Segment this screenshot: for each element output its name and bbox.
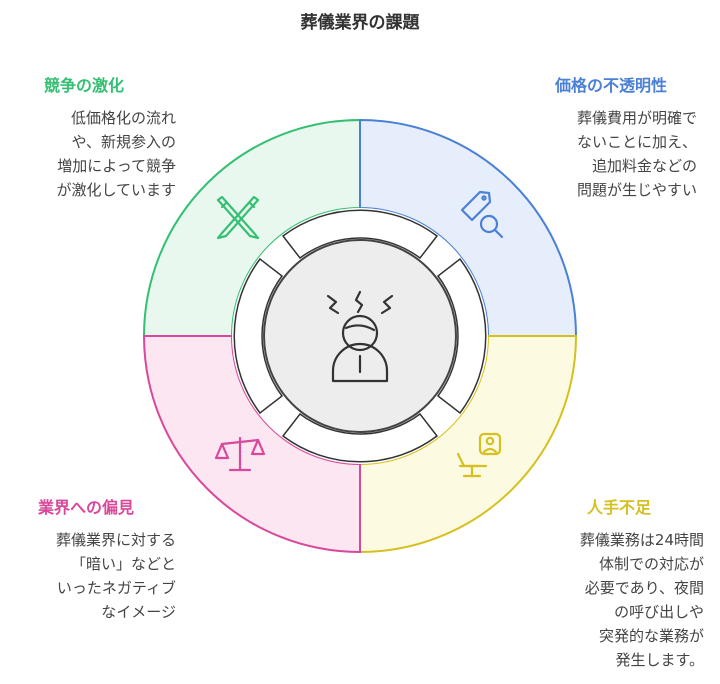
balance-scale-icon (214, 436, 266, 472)
prejudice-line: いったネガティブ (56, 579, 176, 597)
prejudice-line: 葬儀業界に対する (55, 531, 176, 549)
pricing-description: 葬儀費用が明確で ないことに加え、 追加料金などの 問題が生じやすい (530, 106, 697, 202)
prejudice-line: 「暗い」などと (70, 555, 176, 573)
tab-bottom (281, 412, 439, 463)
labor-description: 葬儀業務は24時間 体制での対応が 必要であり、夜間 の呼び出しや 突発的な業務… (530, 528, 704, 672)
stressed-person-icon (326, 290, 394, 383)
person-at-desk-icon (456, 432, 502, 478)
pricing-line: ないことに加え、 (576, 133, 697, 151)
diagram-title: 葬儀業界の課題 (300, 13, 420, 33)
labor-line: 必要であり、夜間 (584, 579, 704, 597)
pricing-line: 問題が生じやすい (576, 181, 697, 199)
pricing-label: 価格の不透明性 (555, 76, 668, 95)
labor-line: 突発的な業務が (598, 627, 704, 645)
competition-line: や、新規参入の (71, 133, 176, 151)
pricing-line: 葬儀費用が明確で (576, 109, 697, 127)
prejudice-description: 葬儀業界に対する 「暗い」などと いったネガティブ なイメージ (10, 528, 176, 624)
pricing-line: 追加料金などの (591, 157, 697, 175)
labor-line: の呼び出しや (614, 603, 704, 621)
labor-line: 発生します。 (615, 651, 704, 669)
tab-left (233, 257, 284, 415)
labor-line: 葬儀業務は24時間 (579, 531, 704, 549)
tab-top (281, 209, 439, 260)
labor-label: 人手不足 (587, 498, 652, 517)
competition-description: 低価格化の流れ や、新規参入の 増加によって競争 が激化しています (10, 106, 176, 202)
competition-line: 増加によって競争 (57, 157, 176, 175)
competition-line: が激化しています (56, 181, 176, 199)
competition-line: 低価格化の流れ (70, 109, 176, 127)
prejudice-line: なイメージ (101, 603, 176, 621)
competition-label: 競争の激化 (44, 76, 125, 95)
tab-right (436, 257, 487, 415)
prejudice-label: 業界への偏見 (38, 498, 135, 517)
price-tag-search-icon (460, 190, 504, 239)
crossed-pencils-icon (216, 195, 260, 240)
center-circle (263, 239, 457, 433)
labor-line: 体制での対応が (598, 555, 704, 573)
